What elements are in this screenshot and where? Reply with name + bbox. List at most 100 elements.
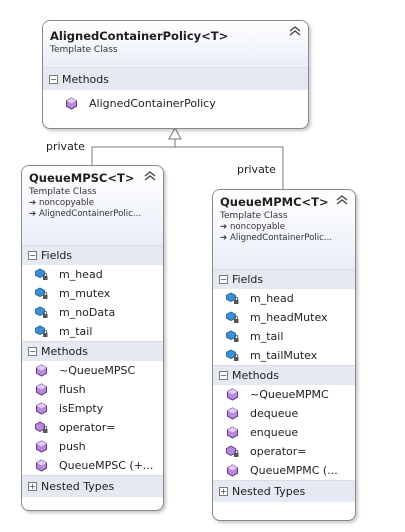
method-row[interactable]: QueueMPMC (...	[213, 461, 355, 480]
connector-line	[91, 146, 284, 189]
method-name: ~QueueMPMC	[250, 388, 329, 401]
section-label: Nested Types	[232, 485, 306, 498]
inherits-item: ➔ AlignedContainerPolic...	[29, 209, 157, 220]
method-icon	[227, 426, 238, 439]
method-row[interactable]: isEmpty	[22, 399, 163, 418]
section-methods[interactable]: − Methods	[213, 365, 355, 385]
collapse-toggle-icon[interactable]: −	[49, 74, 58, 84]
section-nested-types[interactable]: + Nested Types	[22, 475, 163, 497]
method-icon	[66, 96, 77, 110]
collapse-chevron-icon[interactable]	[336, 195, 348, 205]
method-icon	[36, 383, 47, 396]
method-name: enqueue	[250, 426, 299, 439]
method-name: operator=	[250, 445, 307, 458]
method-row[interactable]: ~QueueMPSC	[22, 361, 163, 380]
collapse-toggle-icon[interactable]: −	[219, 371, 228, 380]
inherits-label: AlignedContainerPolic...	[38, 209, 142, 219]
method-name: operator=	[59, 421, 116, 434]
field-row[interactable]: m_tail	[22, 322, 163, 341]
private-field-icon	[226, 349, 239, 361]
class-subtitle: Template Class	[220, 211, 288, 221]
inherits-item: ➔ noncopyable	[220, 222, 349, 233]
method-name: ~QueueMPSC	[59, 364, 136, 377]
method-row[interactable]: operator=	[213, 442, 355, 461]
section-fields[interactable]: − Fields	[22, 245, 163, 265]
field-row[interactable]: m_tail	[213, 327, 355, 346]
method-name: flush	[59, 383, 86, 396]
method-icon	[36, 364, 47, 377]
connector-label-right: private	[237, 163, 276, 176]
method-icon	[227, 388, 238, 401]
collapse-chevron-icon[interactable]	[289, 26, 301, 36]
private-field-icon	[226, 330, 239, 342]
method-row[interactable]: push	[22, 437, 163, 456]
method-row[interactable]: operator=	[22, 418, 163, 437]
private-method-icon	[226, 445, 239, 457]
inherits-label: noncopyable	[38, 198, 95, 208]
method-icon	[227, 407, 238, 420]
section-nested-types[interactable]: + Nested Types	[213, 480, 355, 502]
field-row[interactable]: m_mutex	[22, 284, 163, 303]
collapse-chevron-icon[interactable]	[144, 171, 156, 181]
class-box-aligned-container-policy[interactable]: AlignedContainerPolicy<T> Template Class…	[42, 20, 309, 129]
inherit-arrow-icon: ➔	[220, 222, 228, 232]
collapse-toggle-icon[interactable]: −	[28, 347, 37, 356]
method-icon	[36, 440, 47, 453]
class-title: AlignedContainerPolicy<T>	[50, 29, 229, 43]
section-methods[interactable]: − Methods	[22, 341, 163, 361]
class-box-queue-mpsc[interactable]: QueueMPSC<T> Template Class ➔ noncopyabl…	[21, 165, 164, 511]
field-row[interactable]: m_head	[22, 265, 163, 284]
private-field-icon	[35, 306, 48, 318]
inherits-item: ➔ AlignedContainerPolic...	[220, 233, 349, 244]
field-name: m_tail	[250, 330, 284, 343]
inherit-arrow-icon: ➔	[29, 198, 37, 208]
private-field-icon	[35, 268, 48, 280]
class-title: QueueMPSC<T>	[29, 171, 135, 185]
field-row[interactable]: m_noData	[22, 303, 163, 322]
private-field-icon	[226, 311, 239, 323]
method-row[interactable]: flush	[22, 380, 163, 399]
class-header: AlignedContainerPolicy<T> Template Class	[43, 21, 308, 67]
inherits-label: AlignedContainerPolic...	[229, 233, 333, 243]
section-methods[interactable]: − Methods	[43, 67, 308, 90]
method-row[interactable]: AlignedContainerPolicy	[43, 90, 308, 116]
private-field-icon	[35, 287, 48, 299]
method-icon	[36, 402, 47, 415]
method-row[interactable]: QueueMPSC (+...	[22, 456, 163, 475]
expand-toggle-icon[interactable]: +	[28, 482, 37, 491]
field-name: m_noData	[59, 306, 116, 319]
method-row[interactable]: enqueue	[213, 423, 355, 442]
field-name: m_head	[250, 292, 294, 305]
section-fields[interactable]: − Fields	[213, 269, 355, 289]
private-field-icon	[35, 325, 48, 337]
class-header: QueueMPMC<T> Template Class ➔ noncopyabl…	[213, 190, 355, 269]
section-label: Methods	[41, 345, 88, 358]
method-name: AlignedContainerPolicy	[89, 96, 216, 110]
expand-toggle-icon[interactable]: +	[219, 487, 228, 496]
method-row[interactable]: dequeue	[213, 404, 355, 423]
section-label: Methods	[62, 72, 109, 86]
method-row[interactable]: ~QueueMPMC	[213, 385, 355, 404]
field-name: m_mutex	[59, 287, 111, 300]
field-row[interactable]: m_headMutex	[213, 308, 355, 327]
inherits-item: ➔ noncopyable	[29, 198, 157, 209]
field-name: m_tailMutex	[250, 349, 318, 362]
collapse-toggle-icon[interactable]: −	[219, 275, 228, 284]
section-label: Nested Types	[41, 480, 115, 493]
inherit-arrow-icon: ➔	[220, 233, 228, 243]
section-label: Fields	[232, 273, 264, 286]
connector-label-left: private	[46, 140, 85, 153]
class-subtitle: Template Class	[29, 187, 97, 197]
field-name: m_headMutex	[250, 311, 328, 324]
section-label: Methods	[232, 369, 279, 382]
collapse-toggle-icon[interactable]: −	[28, 251, 37, 260]
method-name: dequeue	[250, 407, 299, 420]
method-name: isEmpty	[59, 402, 104, 415]
method-icon	[36, 459, 47, 472]
class-header: QueueMPSC<T> Template Class ➔ noncopyabl…	[22, 166, 163, 245]
class-box-queue-mpmc[interactable]: QueueMPMC<T> Template Class ➔ noncopyabl…	[212, 189, 356, 521]
field-row[interactable]: m_tailMutex	[213, 346, 355, 365]
field-row[interactable]: m_head	[213, 289, 355, 308]
method-name: QueueMPSC (+...	[59, 459, 154, 472]
